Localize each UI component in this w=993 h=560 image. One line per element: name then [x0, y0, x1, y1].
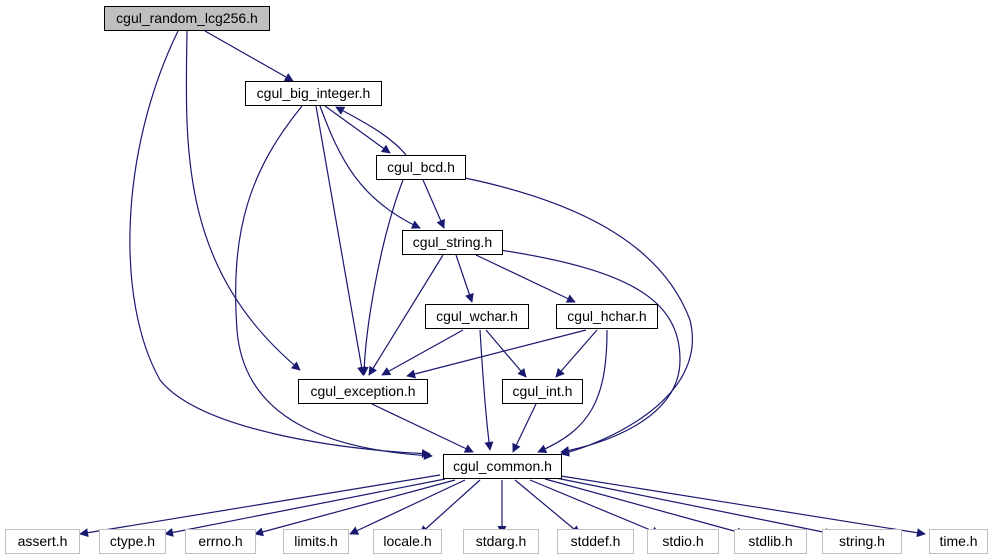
edge-common-ctype: [164, 478, 446, 537]
edge-hchar-exception: [406, 329, 587, 379]
edge-common-locale: [419, 479, 481, 535]
edge-common-stdlib: [544, 478, 746, 537]
node-errno-h: errno.h: [185, 529, 256, 554]
edge-string-hchar: [475, 254, 576, 303]
edge-common-errno: [254, 479, 456, 537]
node-time-h: time.h: [929, 529, 988, 554]
node-ctype-h: ctype.h: [99, 529, 166, 554]
edge-bcd-string: [422, 179, 445, 229]
node-limits-h: limits.h: [283, 529, 349, 554]
edge-string-common: [499, 249, 681, 455]
node-assert-h: assert.h: [5, 529, 80, 554]
edge-string-wchar: [455, 254, 474, 303]
edge-root-common: [129, 30, 431, 459]
node-cgul-string[interactable]: cgul_string.h: [402, 230, 503, 255]
node-stddef-h: stddef.h: [557, 529, 634, 554]
edge-wchar-int: [485, 329, 527, 378]
edge-big-integer-bcd: [324, 105, 391, 154]
node-string-h: string.h: [822, 529, 902, 554]
edge-hchar-int: [555, 329, 598, 378]
edge-int-common: [512, 403, 537, 453]
edge-common-limits: [349, 479, 466, 535]
edge-big-integer-string: [319, 105, 421, 229]
node-cgul-random-lcg256[interactable]: cgul_random_lcg256.h: [104, 6, 270, 31]
edge-wchar-common: [479, 329, 494, 451]
node-locale-h: locale.h: [373, 529, 442, 554]
edge-common-time: [560, 475, 926, 538]
node-cgul-int[interactable]: cgul_int.h: [502, 379, 583, 404]
edge-bcd-big-integer: [335, 106, 407, 156]
edge-wchar-exception: [381, 329, 464, 376]
edge-string-exception: [368, 254, 444, 376]
edge-common-stdio: [529, 479, 661, 536]
node-cgul-bcd[interactable]: cgul_bcd.h: [376, 155, 466, 180]
node-stdio-h: stdio.h: [647, 529, 719, 554]
edge-hchar-common: [537, 329, 608, 453]
edge-exception-common: [371, 403, 474, 453]
node-cgul-wchar[interactable]: cgul_wchar.h: [425, 304, 529, 329]
node-stdlib-h: stdlib.h: [734, 529, 807, 554]
node-cgul-common[interactable]: cgul_common.h: [443, 454, 562, 479]
node-cgul-hchar[interactable]: cgul_hchar.h: [556, 304, 658, 329]
edge-bcd-common: [464, 177, 693, 457]
edge-common-string: [555, 477, 834, 537]
edge-bcd-exception: [359, 179, 404, 376]
edge-root-big-integer: [204, 30, 294, 82]
edge-common-assert: [79, 474, 441, 538]
node-stdarg-h: stdarg.h: [463, 529, 539, 554]
edge-root-exception: [185, 30, 301, 371]
edge-big-integer-exception: [315, 105, 367, 376]
node-cgul-exception[interactable]: cgul_exception.h: [298, 379, 428, 404]
edge-common-stddef: [514, 479, 581, 535]
node-cgul-big-integer[interactable]: cgul_big_integer.h: [245, 81, 382, 106]
edge-big-integer-common: [235, 105, 433, 461]
